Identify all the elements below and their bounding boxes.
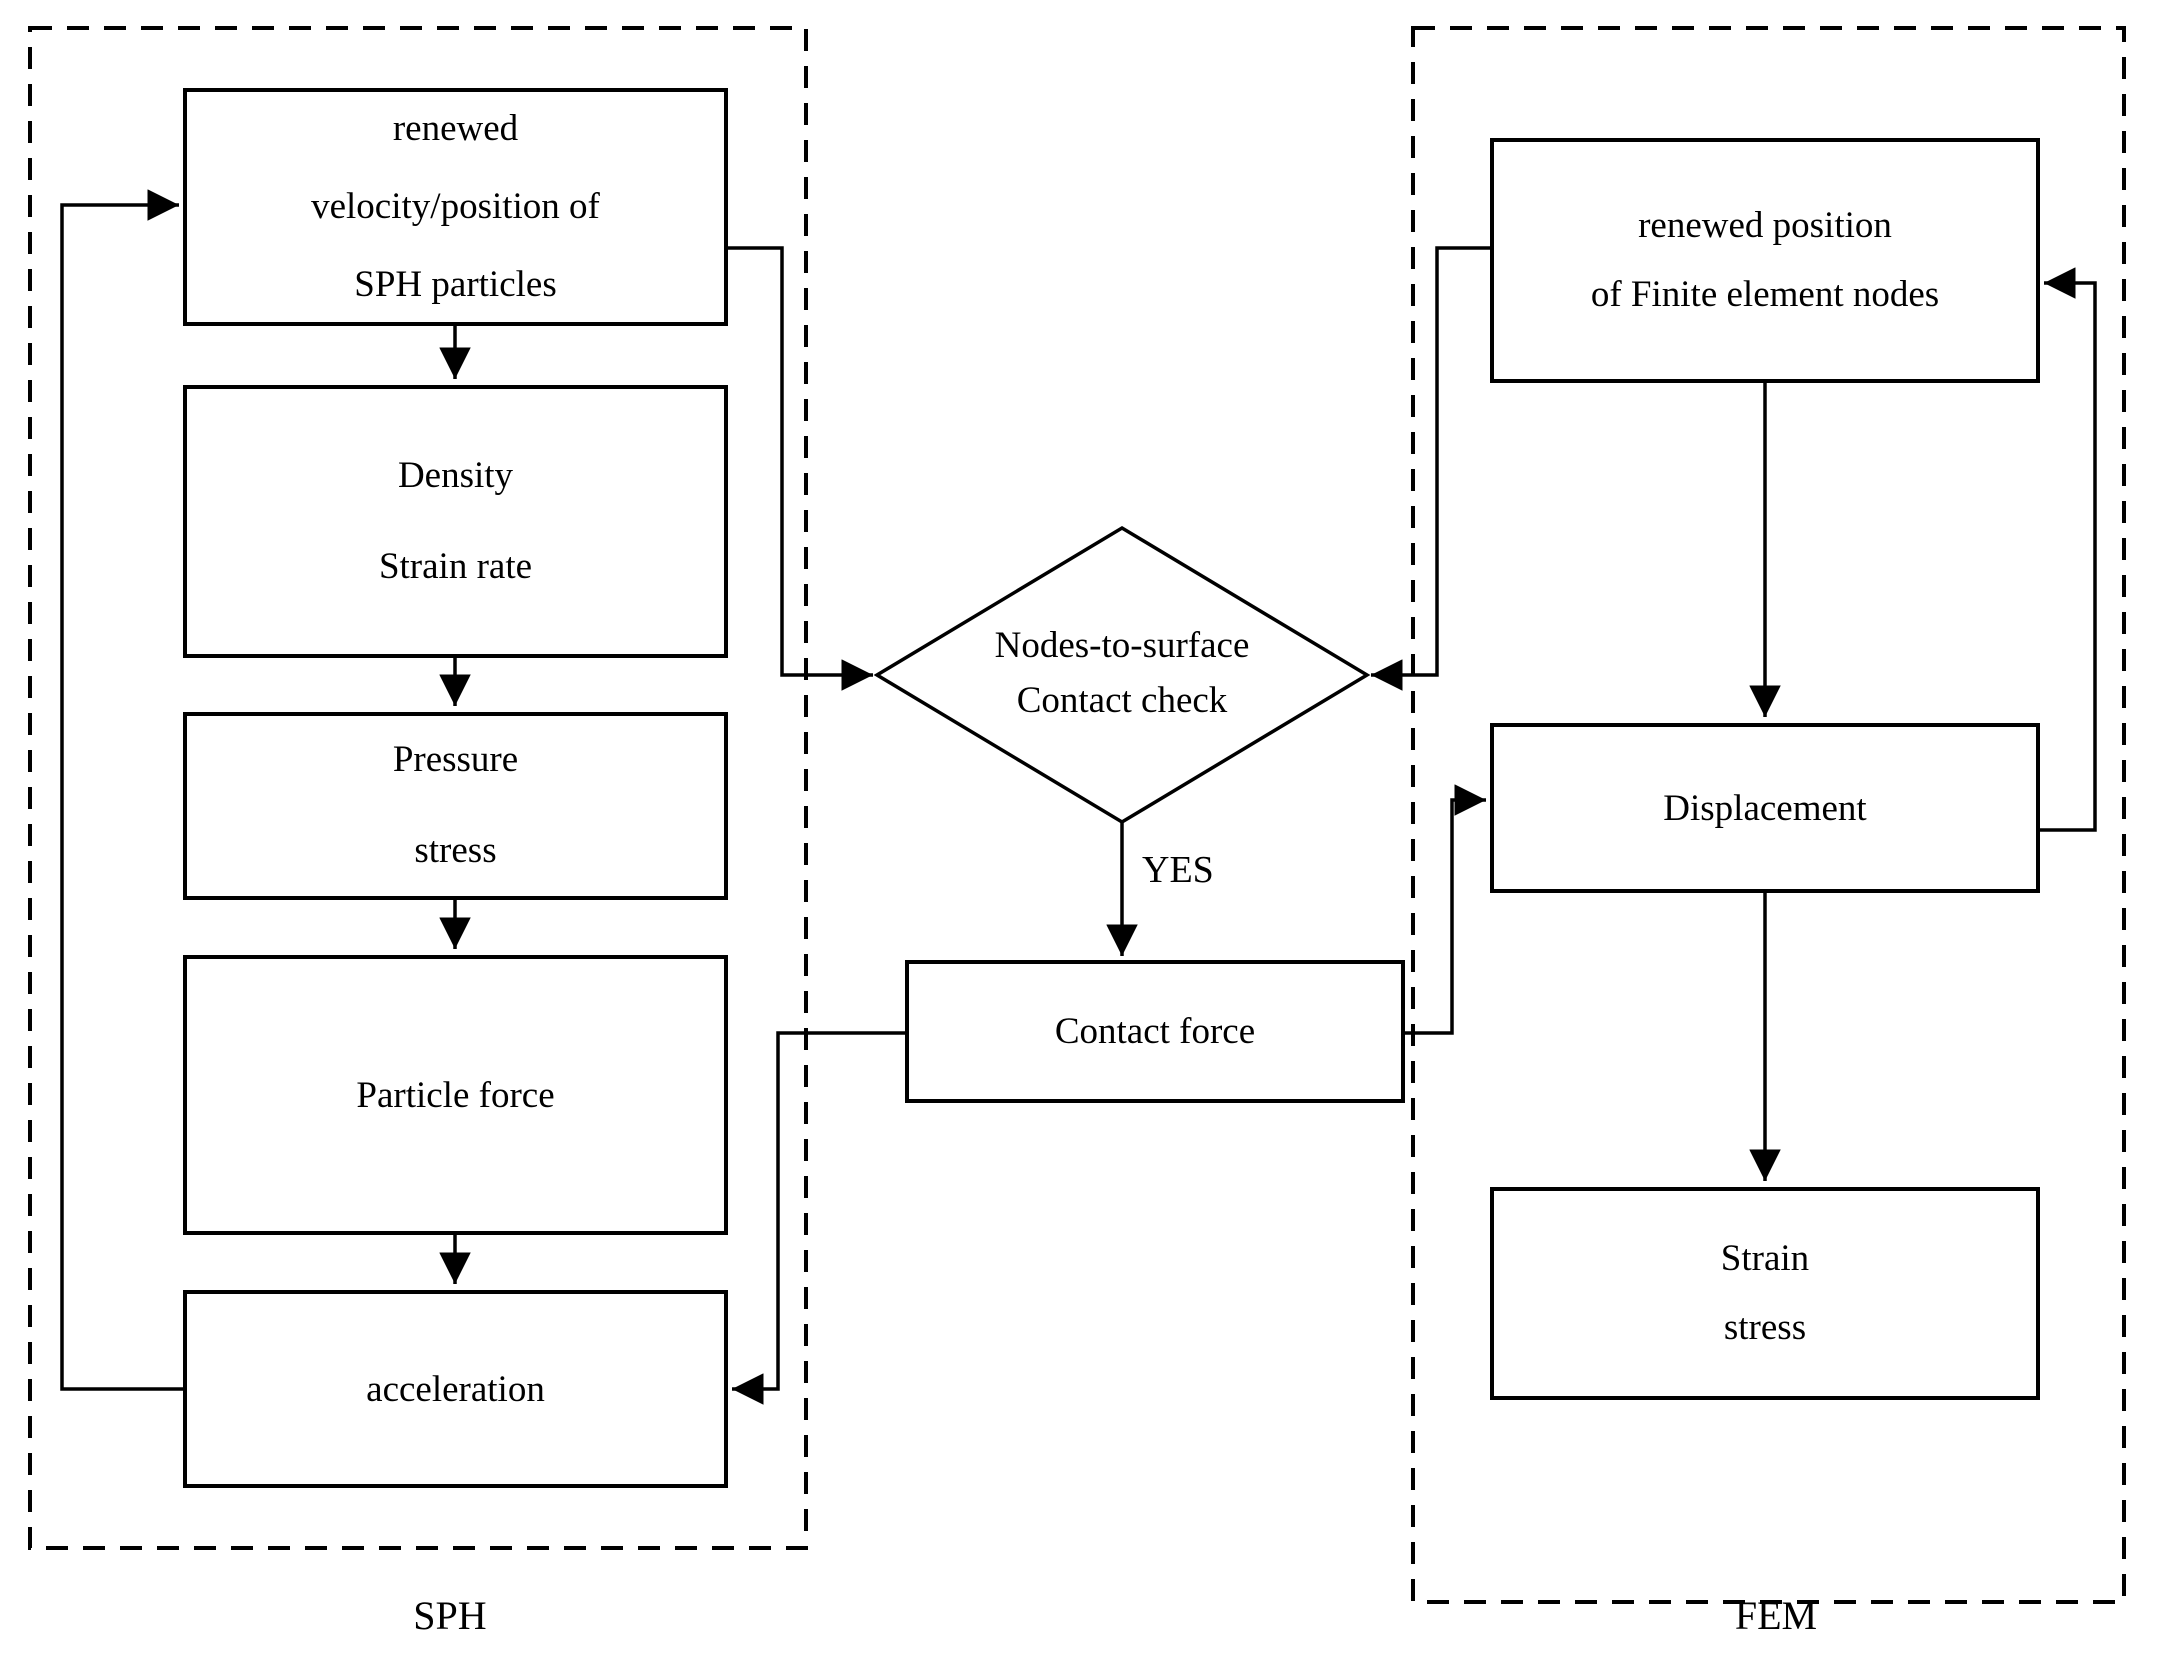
yes-branch-label: YES	[1142, 849, 1214, 891]
decision-diamond-text: Nodes-to-surface Contact check	[994, 624, 1250, 722]
flow-box-density-strain-rate: Density Strain rate	[183, 385, 728, 658]
flow-box-pressure-stress: Pressure stress	[183, 712, 728, 900]
decision-diamond-label: Nodes-to-surface Contact check	[937, 583, 1307, 763]
flow-box-acceleration-label: acceleration	[366, 1368, 545, 1410]
flow-box-particle-force-label: Particle force	[356, 1074, 555, 1116]
flow-box-acceleration: acceleration	[183, 1290, 728, 1488]
flow-box-displacement-label: Displacement	[1663, 787, 1867, 829]
sph-group-border	[28, 26, 808, 1550]
flow-box-renewed-velocity: renewed velocity/position of SPH particl…	[183, 88, 728, 326]
flow-box-displacement: Displacement	[1490, 723, 2040, 893]
flow-box-strain-stress-label: Strain stress	[1720, 1238, 1810, 1348]
loop-acceleration-to-renewed-velocity	[60, 189, 183, 1391]
flow-box-renewed-velocity-label: renewed velocity/position of SPH particl…	[311, 108, 600, 305]
fem-group-border	[1411, 26, 2126, 1604]
connector-sph-to-contact-check	[728, 246, 873, 691]
flow-box-density-strain-rate-label: Density Strain rate	[378, 454, 533, 587]
flow-box-renewed-position-label: renewed position of Finite element nodes	[1590, 205, 1940, 315]
fem-group-label: FEM	[1734, 1593, 1818, 1638]
loop-displacement-to-renewed-position	[2040, 267, 2097, 832]
connector-contact-force-to-acceleration	[732, 1031, 905, 1405]
flow-box-particle-force: Particle force	[183, 955, 728, 1235]
connector-contact-force-to-displacement	[1405, 784, 1486, 1035]
flow-box-pressure-stress-label: Pressure stress	[392, 739, 519, 871]
flow-box-contact-force-label: Contact force	[1054, 1011, 1256, 1052]
flow-box-contact-force: Contact force	[905, 960, 1405, 1103]
connector-fem-to-contact-check	[1371, 246, 1490, 691]
flow-box-renewed-position: renewed position of Finite element nodes	[1490, 138, 2040, 383]
flow-box-strain-stress: Strain stress	[1490, 1187, 2040, 1400]
sph-group-label: SPH	[413, 1593, 487, 1638]
